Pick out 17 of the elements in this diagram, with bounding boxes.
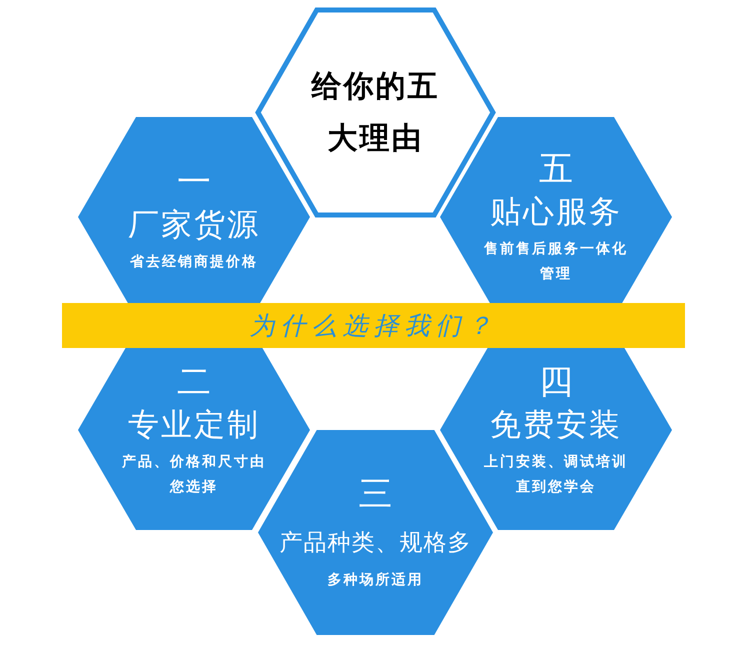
heading-text: 免费安装 — [490, 406, 622, 445]
heading-text: 产品种类、规格多 — [280, 529, 472, 558]
title-text: 给你的五大理由 — [310, 68, 440, 158]
heading-text: 专业定制 — [128, 406, 260, 445]
numeral-text: 五 — [539, 148, 573, 191]
heading-text: 厂家货源 — [128, 206, 260, 244]
description-text: 售前售后服务一体化管理 — [483, 240, 629, 284]
numeral-text: 一 — [177, 160, 211, 204]
description-text: 产品、价格和尺寸由您选择 — [121, 453, 267, 497]
description-text: 上门安装、调试培训直到您学会 — [483, 452, 629, 497]
numeral-text: 二 — [177, 361, 211, 404]
numeral-text: 三 — [358, 473, 392, 516]
heading-text: 贴心服务 — [490, 193, 622, 232]
description-text: 多种场所适用 — [326, 571, 424, 590]
numeral-text: 四 — [539, 361, 573, 404]
banner-text: 为什么选择我们？ — [250, 310, 498, 342]
description-text: 省去经销商提价格 — [129, 252, 259, 272]
